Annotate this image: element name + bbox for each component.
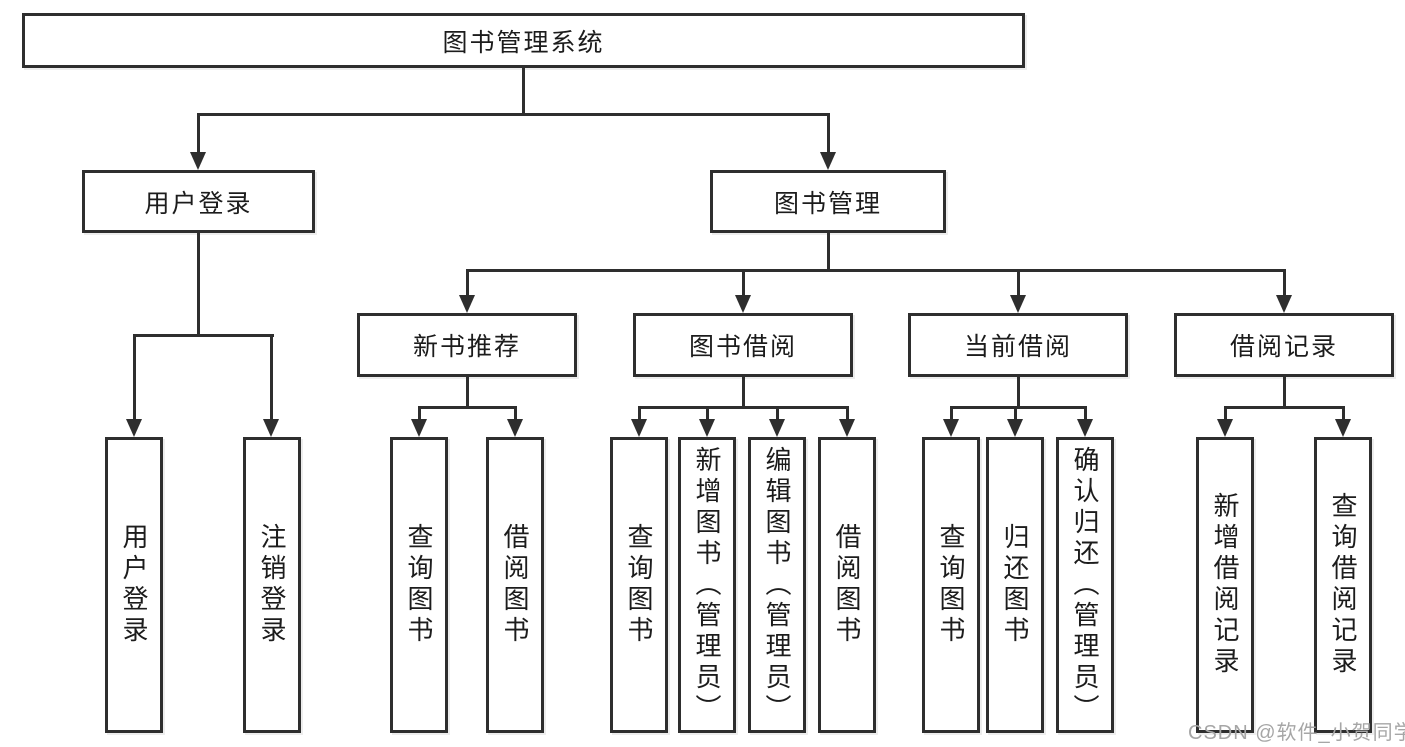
connector-line bbox=[132, 334, 136, 421]
leaf-logout: 注销登录 bbox=[243, 437, 301, 733]
leaf-query-books-current: 查询图书 bbox=[922, 437, 980, 733]
connector-line bbox=[132, 334, 274, 337]
leaf-label: 借阅图书 bbox=[832, 523, 862, 647]
node-label: 图书管理 bbox=[773, 189, 882, 218]
connector-line bbox=[845, 406, 849, 421]
connector-line bbox=[741, 377, 745, 409]
node-label: 用户登录 bbox=[144, 189, 253, 218]
arrow-down-icon bbox=[1217, 419, 1233, 437]
leaf-return-book: 归还图书 bbox=[986, 437, 1044, 733]
leaf-label: 查询图书 bbox=[404, 523, 434, 647]
arrow-down-icon bbox=[735, 295, 751, 313]
leaf-add-book-admin: 新增图书（管理员） bbox=[678, 437, 736, 733]
connector-line bbox=[1223, 406, 1227, 421]
node-label: 图书借阅 bbox=[688, 333, 797, 361]
leaf-label: 新增借阅记录 bbox=[1210, 492, 1240, 678]
arrow-down-icon bbox=[1007, 419, 1023, 437]
node-user-login: 用户登录 bbox=[82, 170, 315, 233]
arrow-down-icon bbox=[943, 419, 959, 437]
node-label: 新书推荐 bbox=[412, 333, 521, 361]
connector-line bbox=[521, 68, 525, 115]
connector-line bbox=[196, 113, 200, 155]
arrow-down-icon bbox=[1010, 295, 1026, 313]
leaf-label: 借阅图书 bbox=[500, 523, 530, 647]
connector-line bbox=[196, 233, 200, 337]
node-book-borrow: 图书借阅 bbox=[633, 313, 853, 377]
leaf-add-borrow-record: 新增借阅记录 bbox=[1196, 437, 1254, 733]
node-label: 图书管理系统 bbox=[442, 28, 605, 57]
leaf-borrow-books-recommend: 借阅图书 bbox=[486, 437, 544, 733]
connector-line bbox=[949, 406, 953, 421]
connector-line bbox=[513, 406, 517, 421]
connector-line bbox=[1282, 377, 1286, 409]
connector-line bbox=[1013, 406, 1017, 421]
connector-line bbox=[1083, 406, 1087, 421]
arrow-down-icon bbox=[820, 152, 836, 170]
connector-line bbox=[637, 406, 849, 409]
leaf-query-borrow-record: 查询借阅记录 bbox=[1314, 437, 1372, 733]
leaf-label: 查询图书 bbox=[624, 523, 654, 647]
node-book-management: 图书管理 bbox=[710, 170, 946, 233]
node-borrow-records: 借阅记录 bbox=[1174, 313, 1394, 377]
connector-line bbox=[826, 233, 830, 272]
leaf-label: 注销登录 bbox=[257, 523, 287, 647]
node-current-borrow: 当前借阅 bbox=[908, 313, 1128, 377]
connector-line bbox=[775, 406, 779, 421]
leaf-label: 确认归还（管理员） bbox=[1070, 445, 1100, 725]
leaf-query-books-borrow: 查询图书 bbox=[610, 437, 668, 733]
arrow-down-icon bbox=[190, 152, 206, 170]
connector-line bbox=[465, 269, 469, 297]
connector-line bbox=[826, 113, 830, 155]
leaf-label: 归还图书 bbox=[1000, 523, 1030, 647]
connector-line bbox=[1016, 269, 1020, 297]
arrow-down-icon bbox=[699, 419, 715, 437]
connector-line bbox=[465, 269, 1286, 272]
leaf-label: 新增图书（管理员） bbox=[692, 445, 722, 725]
connector-line bbox=[417, 406, 421, 421]
connector-line bbox=[705, 406, 709, 421]
arrow-down-icon bbox=[126, 419, 142, 437]
leaf-query-books-recommend: 查询图书 bbox=[390, 437, 448, 733]
leaf-user-login: 用户登录 bbox=[105, 437, 163, 733]
leaf-label: 用户登录 bbox=[119, 523, 149, 647]
arrow-down-icon bbox=[263, 419, 279, 437]
connector-line bbox=[196, 113, 830, 116]
node-label: 借阅记录 bbox=[1229, 333, 1338, 361]
node-label: 当前借阅 bbox=[963, 333, 1072, 361]
connector-line bbox=[949, 406, 1087, 409]
arrow-down-icon bbox=[1276, 295, 1292, 313]
arrow-down-icon bbox=[507, 419, 523, 437]
arrow-down-icon bbox=[1335, 419, 1351, 437]
leaf-label: 查询借阅记录 bbox=[1328, 492, 1358, 678]
leaf-confirm-return-admin: 确认归还（管理员） bbox=[1056, 437, 1114, 733]
arrow-down-icon bbox=[1077, 419, 1093, 437]
leaf-label: 编辑图书（管理员） bbox=[762, 445, 792, 725]
connector-line bbox=[417, 406, 517, 409]
arrow-down-icon bbox=[459, 295, 475, 313]
arrow-down-icon bbox=[839, 419, 855, 437]
node-system-root: 图书管理系统 bbox=[22, 13, 1025, 68]
leaf-borrow-books: 借阅图书 bbox=[818, 437, 876, 733]
connector-line bbox=[465, 377, 469, 409]
connector-line bbox=[637, 406, 641, 421]
connector-line bbox=[1282, 269, 1286, 297]
csdn-watermark: CSDN @软件_小贺同学 bbox=[1188, 722, 1405, 744]
connector-line bbox=[1341, 406, 1345, 421]
leaf-edit-book-admin: 编辑图书（管理员） bbox=[748, 437, 806, 733]
arrow-down-icon bbox=[769, 419, 785, 437]
node-new-book-recommend: 新书推荐 bbox=[357, 313, 577, 377]
connector-line bbox=[1016, 377, 1020, 409]
arrow-down-icon bbox=[631, 419, 647, 437]
connector-line bbox=[741, 269, 745, 297]
connector-line bbox=[1223, 406, 1345, 409]
arrow-down-icon bbox=[411, 419, 427, 437]
connector-line bbox=[270, 334, 273, 421]
leaf-label: 查询图书 bbox=[936, 523, 966, 647]
